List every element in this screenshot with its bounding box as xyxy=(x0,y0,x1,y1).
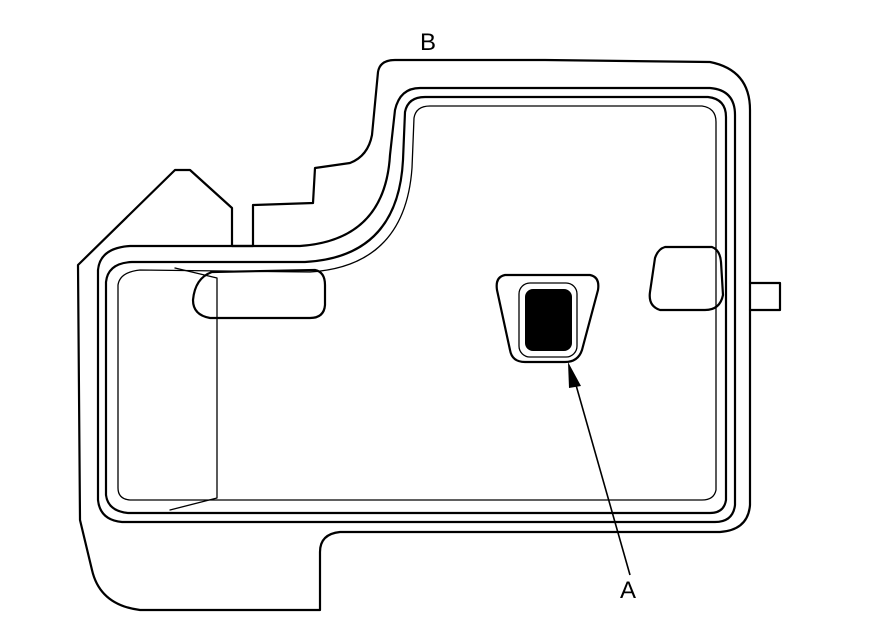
callout-label-b: B xyxy=(420,29,436,56)
callout-label-a: A xyxy=(620,577,636,604)
rim-inner-line xyxy=(104,95,728,515)
callout-a-leader xyxy=(573,377,631,576)
connector-tab xyxy=(748,281,782,312)
indicator-housing xyxy=(495,273,600,364)
housing-outer-outline xyxy=(76,58,752,612)
floor-step-line xyxy=(169,267,218,511)
left-clip-pad xyxy=(191,268,327,320)
indicator-frame xyxy=(518,282,578,358)
tray-floor-outline xyxy=(117,105,717,501)
right-clip-pad xyxy=(648,245,725,312)
indicator-window xyxy=(525,289,572,351)
rim-outer-line xyxy=(96,86,737,524)
callout-a-arrowhead xyxy=(568,362,581,388)
